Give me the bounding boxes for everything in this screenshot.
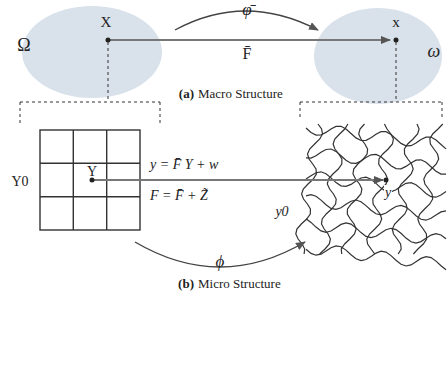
equation: F = F̄ + Z̃ <box>150 188 208 203</box>
current-domain <box>314 8 442 104</box>
point-name: Y <box>87 164 97 179</box>
point <box>106 38 111 43</box>
point <box>394 38 399 43</box>
domain-name: ω <box>428 42 441 62</box>
deformed-mesh <box>296 124 446 270</box>
point-name: y <box>384 185 392 200</box>
domain-name: Ω <box>17 36 30 56</box>
cell-name: y0 <box>275 204 288 219</box>
equation: y = F̄ Y + w <box>150 157 218 172</box>
caption-tag: (b) <box>178 277 194 291</box>
point-name: x <box>392 14 400 31</box>
caption-text: Macro Structure <box>198 87 283 101</box>
micro-arrow <box>92 179 383 181</box>
point-name: X <box>101 14 112 31</box>
map-symbol: ϕ <box>216 253 225 272</box>
tensor-symbol: F̄ <box>243 45 252 63</box>
caption-text: Micro Structure <box>198 277 281 291</box>
zoom-bracket <box>20 42 442 124</box>
cell-name: Y0 <box>11 174 28 189</box>
deformation-arrow <box>108 39 390 41</box>
caption-tag: (a) <box>179 87 194 101</box>
reference-domain <box>22 6 162 98</box>
map-symbol: φ̄ <box>242 1 251 20</box>
point <box>384 178 389 183</box>
